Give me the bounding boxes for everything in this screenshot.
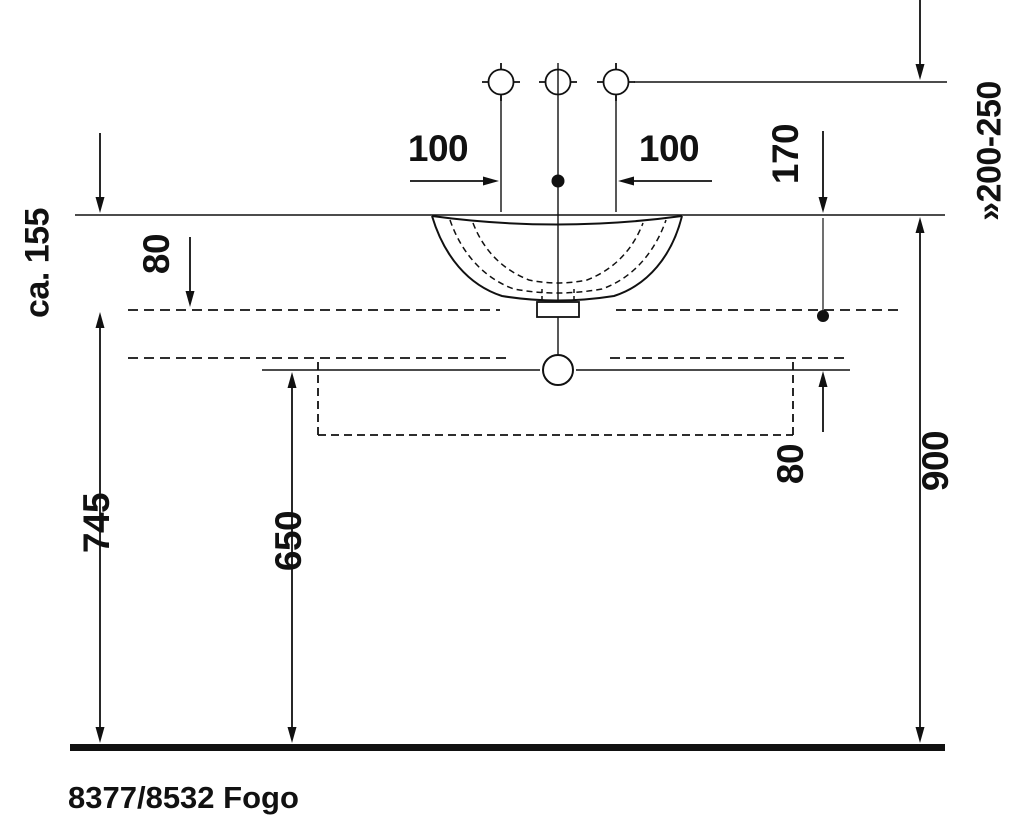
dim-label-ca-155: ca. 155 <box>18 208 57 318</box>
dimension-arrow-745 <box>95 312 105 743</box>
faucet-hole-icon <box>597 63 635 101</box>
dim-label-100-left: 100 <box>407 128 469 169</box>
dim-label-170: 170 <box>765 123 806 185</box>
floor-line <box>70 744 945 751</box>
basin-outline <box>431 215 683 302</box>
faucet-hole-icon <box>482 63 520 101</box>
dimension-arrow-ca155 <box>95 133 105 213</box>
dim-label-80-right: 80 <box>770 443 811 485</box>
drawing-title: 8377/8532 Fogo <box>68 780 299 815</box>
dimension-arrow-80-right <box>818 371 828 432</box>
countertop-hidden-lines <box>128 309 898 359</box>
drain-hole-icon <box>542 354 574 386</box>
dimension-arrow-650 <box>287 372 297 743</box>
dim-label-650: 650 <box>268 510 309 572</box>
dim-label-80-left: 80 <box>136 233 177 275</box>
dim-label-100-right: 100 <box>638 128 700 169</box>
console-hidden-outline <box>317 362 794 436</box>
dimension-arrow-200-250 <box>915 0 925 80</box>
dim-label-745: 745 <box>76 492 117 554</box>
dimension-arrow-170 <box>817 131 829 322</box>
dimension-arrow-900 <box>915 217 925 743</box>
drain-flange <box>536 301 580 318</box>
basin-hidden-lines <box>449 219 667 302</box>
dimension-arrows-100 <box>410 96 712 212</box>
dim-label-900: 900 <box>915 430 956 492</box>
dim-label-200-250: »200-250 <box>970 81 1009 221</box>
dimension-arrow-80-left <box>185 237 195 307</box>
